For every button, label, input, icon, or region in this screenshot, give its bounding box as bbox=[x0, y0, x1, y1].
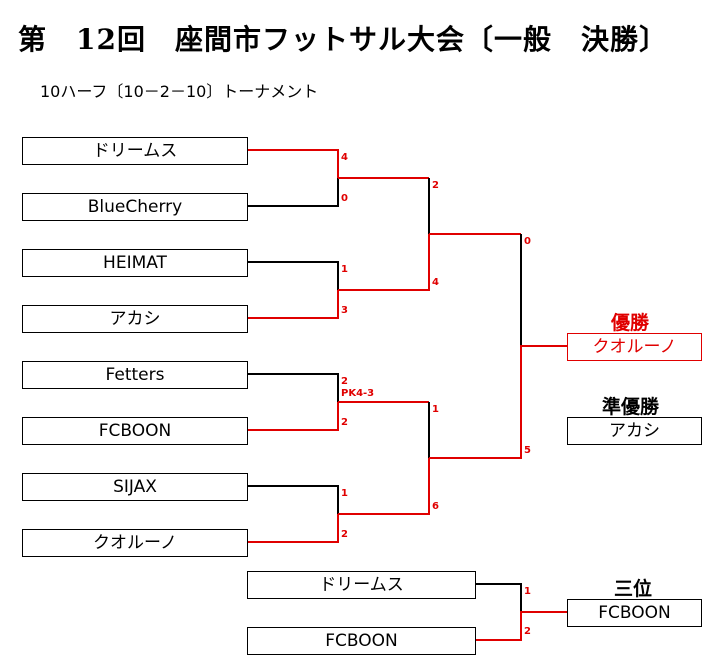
third-place-team-box: FCBOON bbox=[247, 627, 476, 655]
third-place-box: FCBOON bbox=[567, 599, 702, 627]
champion-label: 優勝 bbox=[611, 312, 650, 334]
team-box: BlueCherry bbox=[22, 193, 248, 221]
score-label: 2 bbox=[341, 529, 348, 540]
score-label: 2 bbox=[341, 417, 348, 428]
score-label: 1 bbox=[341, 264, 348, 275]
bracket-line bbox=[247, 514, 339, 543]
third-place-label: 三位 bbox=[614, 578, 653, 600]
score-label: 5 bbox=[524, 445, 531, 456]
bracket-line bbox=[247, 261, 339, 290]
score-label: 2 bbox=[524, 626, 531, 637]
bracket-line bbox=[247, 373, 339, 402]
score-label: 2 bbox=[432, 180, 439, 191]
team-box: FCBOON bbox=[22, 417, 248, 445]
bracket-line bbox=[247, 485, 339, 514]
third-place-team-box: ドリームス bbox=[247, 571, 476, 599]
bracket-line bbox=[429, 345, 567, 459]
score-label: 0 bbox=[524, 236, 531, 247]
team-box: HEIMAT bbox=[22, 249, 248, 277]
tournament-format: 10ハーフ〔10－2－10〕トーナメント bbox=[40, 82, 319, 101]
team-box: SIJAX bbox=[22, 473, 248, 501]
team-box: ドリームス bbox=[22, 137, 248, 165]
score-label: 4 bbox=[341, 152, 348, 163]
bracket-line bbox=[247, 149, 339, 178]
bracket-line bbox=[338, 458, 430, 515]
bracket-line bbox=[247, 290, 339, 319]
bracket-line bbox=[475, 583, 522, 612]
score-label: 1 bbox=[524, 586, 531, 597]
runnerup-label: 準優勝 bbox=[602, 396, 660, 418]
score-label: 3 bbox=[341, 305, 348, 316]
team-box: アカシ bbox=[22, 305, 248, 333]
score-label: 4 bbox=[432, 277, 439, 288]
champion-box: クオルーノ bbox=[567, 333, 702, 361]
bracket-line bbox=[247, 402, 339, 431]
team-box: Fetters bbox=[22, 361, 248, 389]
bracket-line bbox=[247, 178, 339, 207]
score-label: 0 bbox=[341, 193, 348, 204]
score-label: 1 bbox=[432, 404, 439, 415]
bracket-line bbox=[338, 234, 430, 291]
score-label: 6 bbox=[432, 501, 439, 512]
team-box: クオルーノ bbox=[22, 529, 248, 557]
page-title: 第 12回 座間市フットサル大会〔一般 決勝〕 bbox=[18, 23, 668, 56]
pk-label: PK4-3 bbox=[341, 388, 375, 399]
score-label: 2 bbox=[341, 376, 348, 387]
runnerup-box: アカシ bbox=[567, 417, 702, 445]
score-label: 1 bbox=[341, 488, 348, 499]
bracket-line bbox=[475, 611, 567, 641]
